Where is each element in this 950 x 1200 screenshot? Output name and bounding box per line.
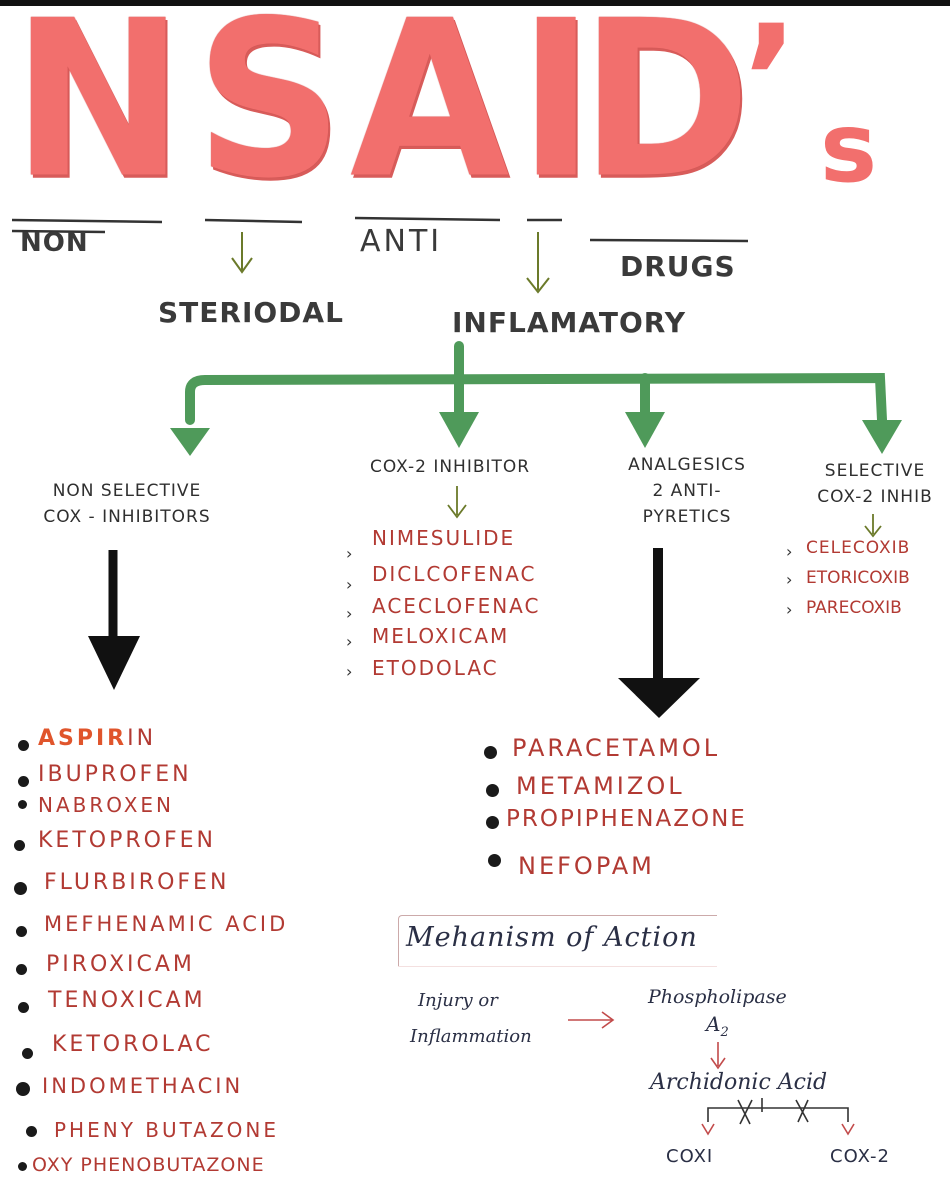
aspirin-rest: IN (127, 726, 157, 751)
chevron-right-icon: › (346, 544, 353, 563)
bullet-icon (22, 1048, 33, 1059)
chevron-right-icon: › (346, 662, 353, 681)
bullet-icon (14, 882, 27, 895)
category-analgesics: ANALGESICS 2 ANTI- PYRETICS (612, 452, 762, 530)
chevron-right-icon: › (786, 570, 793, 589)
top-border (0, 0, 950, 6)
bullet-icon (18, 776, 29, 787)
cox-branch (707, 1098, 849, 1125)
bullet-icon (486, 816, 499, 829)
mechanism-arachidonic: Archidonic Acid (650, 1070, 828, 1095)
list-item: CELECOXIB (806, 538, 911, 558)
bullet-icon (486, 784, 499, 797)
list-item: KETOPROFEN (38, 828, 216, 853)
list-item: ACECLOFENAC (372, 594, 541, 618)
bullet-icon (484, 746, 497, 759)
list-item: MEFHENAMIC ACID (44, 912, 289, 936)
chevron-right-icon: › (346, 632, 353, 651)
mechanism-title: Mehanism of Action (406, 922, 698, 953)
chevron-right-icon: › (786, 542, 793, 561)
mechanism-arrows (568, 1011, 726, 1070)
underline-non-2 (11, 229, 106, 234)
mechanism-a2-letter: A (706, 1012, 721, 1036)
category-analgesics-line3: PYRETICS (642, 507, 732, 527)
list-item: PROPIPHENAZONE (506, 806, 747, 832)
bullet-icon (488, 854, 501, 867)
category-cox2-inhibitor: COX-2 INHIBITOR (370, 457, 531, 477)
list-item: PARACETAMOL (512, 734, 721, 762)
list-item: ASPIRIN (38, 726, 156, 751)
category-selective-line1: SELECTIVE (824, 461, 926, 481)
green-arrowheads (170, 412, 902, 456)
chevron-right-icon: › (786, 600, 793, 619)
list-item: DICLCOFENAC (372, 562, 537, 586)
bullet-icon (14, 840, 25, 851)
list-item: PIROXICAM (46, 952, 195, 977)
mechanism-a2: A2 (706, 1012, 729, 1040)
bullet-icon (18, 1162, 27, 1171)
list-item: NABROXEN (38, 793, 175, 817)
underline-drugs (589, 238, 749, 243)
category-selective-line2: COX-2 INHIB (817, 487, 933, 507)
word-anti: ANTI (360, 224, 443, 259)
mechanism-injury-line1: Injury or (418, 990, 498, 1011)
green-tree-arrows (185, 341, 887, 425)
mechanism-title-box (398, 915, 717, 966)
word-steroidal: STERIODAL (158, 296, 344, 329)
bullet-icon (16, 964, 27, 975)
bullet-icon (18, 740, 29, 751)
title-letter-a: A (350, 0, 510, 226)
mechanism-injury-line2: Inflammation (410, 1026, 532, 1047)
list-item: FLURBIROFEN (44, 870, 230, 895)
list-item: PHENY BUTAZONE (54, 1118, 280, 1142)
bullet-icon (26, 1126, 37, 1137)
list-item: IBUPROFEN (38, 762, 192, 787)
bullet-icon (18, 800, 27, 809)
title-suffix-s: s (820, 92, 878, 204)
mechanism-a2-subscript: 2 (720, 1025, 729, 1040)
list-item: PARECOXIB (806, 598, 902, 618)
title-letter-n: N (12, 0, 185, 226)
list-item: KETOROLAC (52, 1032, 214, 1057)
list-item: NEFOPAM (518, 852, 655, 880)
underline-steroidal (204, 218, 303, 224)
chevron-right-icon: › (346, 575, 353, 594)
list-item: OXY PHENOBUTAZONE (32, 1154, 265, 1176)
underline-non (11, 218, 163, 224)
bullet-icon (16, 926, 27, 937)
list-item: INDOMETHACIN (42, 1074, 244, 1098)
list-item: ETORICOXIB (806, 568, 910, 588)
title-letter-s: S (195, 0, 344, 226)
chevron-right-icon: › (346, 604, 353, 623)
list-item: MELOXICAM (372, 624, 510, 648)
bullet-icon (18, 1002, 29, 1013)
cox-arrow-tips (701, 1123, 855, 1136)
category-selective: SELECTIVE COX-2 INHIB (800, 458, 950, 510)
mechanism-cox2: COX-2 (830, 1146, 890, 1167)
category-non-selective-line1: NON SELECTIVE (52, 481, 202, 501)
list-item: METAMIZOL (516, 772, 685, 800)
small-cat-arrows (447, 486, 882, 538)
mechanism-cox1: COXI (666, 1146, 714, 1167)
aspirin-highlight: ASPIR (38, 726, 128, 751)
word-drugs: DRUGS (620, 250, 736, 283)
small-down-arrows (231, 232, 550, 294)
bullet-icon (16, 1082, 30, 1096)
title-letter-d: D (580, 0, 751, 226)
list-item: NIMESULIDE (372, 526, 516, 550)
list-item: ETODOLAC (372, 656, 499, 680)
category-non-selective-line2: COX - INHIBITORS (43, 507, 211, 527)
mechanism-phospholipase: Phospholipase (648, 986, 787, 1008)
title-letter-i: I (518, 0, 595, 226)
black-arrows (88, 548, 700, 718)
underline-anti (354, 216, 501, 222)
word-inflammatory: INFLAMATORY (452, 306, 687, 339)
category-analgesics-line1: ANALGESICS (628, 455, 746, 475)
category-non-selective: NON SELECTIVE COX - INHIBITORS (22, 478, 232, 530)
list-item: TENOXICAM (48, 988, 206, 1013)
word-non: NON (20, 228, 89, 258)
title-apostrophe: ’ (742, 0, 799, 168)
category-analgesics-line2: 2 ANTI- (652, 481, 722, 501)
